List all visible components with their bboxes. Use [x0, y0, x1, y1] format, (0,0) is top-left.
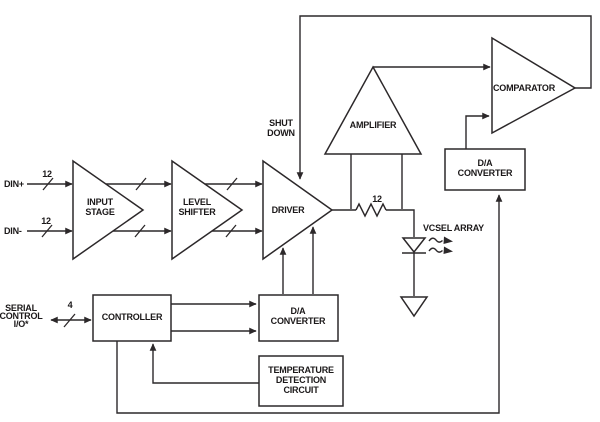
temperature-detection-label: TEMPERATURE — [268, 365, 334, 375]
dac-top-box — [444, 148, 526, 191]
wire-dactop-to-comparator — [465, 112, 490, 149]
dac-top-label: CONVERTER — [458, 168, 513, 178]
level-shifter-triangle — [171, 159, 244, 261]
dac-top-label: D/A — [478, 158, 494, 168]
bus-slash-ls-dr-top — [226, 177, 238, 191]
vcsel-diode-icon — [401, 237, 427, 254]
level-shifter-label: SHIFTER — [178, 207, 216, 217]
driver-triangle — [262, 159, 334, 261]
shutdown-label: SHUT — [269, 118, 293, 128]
serial-control-label: SERIAL — [5, 303, 38, 313]
bus-slash-is-ls-top — [135, 177, 147, 191]
wire-resistor-to-vcsel — [386, 209, 415, 237]
sense-resistor-value: 12 — [372, 194, 382, 204]
temperature-detection-label: DETECTION — [276, 375, 326, 385]
bus-slash-ls-dr-bottom — [225, 224, 237, 238]
din-minus-bus-width: 12 — [41, 216, 51, 226]
serial-control-label: CONTROL — [0, 311, 43, 321]
comparator-triangle — [491, 36, 577, 135]
wire-comparator-feedback-shutdown — [296, 15, 592, 180]
dac-bottom-box — [258, 294, 339, 342]
sense-resistor-symbol — [355, 202, 387, 218]
bus-slash-din-minus — [41, 224, 53, 238]
temperature-detection-label: CIRCUIT — [283, 385, 319, 395]
input-stage-label: INPUT — [87, 197, 114, 207]
serial-control-label: I/O* — [14, 319, 29, 329]
bus-slash-serial — [63, 313, 76, 328]
serial-bus-width: 4 — [68, 300, 73, 310]
ground-icon — [399, 296, 429, 318]
dac-bottom-label: D/A — [291, 306, 307, 316]
driver-label: DRIVER — [272, 205, 306, 215]
bus-slash-is-ls-bottom — [134, 224, 146, 238]
amplifier-triangle — [323, 65, 423, 155]
wire-temperature-to-controller — [149, 343, 259, 384]
controller-box — [92, 294, 172, 342]
din-plus-label: DIN+ — [4, 179, 24, 189]
dac-bottom-label: CONVERTER — [271, 316, 326, 326]
din-plus-bus-width: 12 — [42, 169, 52, 179]
shutdown-label: DOWN — [267, 128, 295, 138]
din-minus-label: DIN- — [4, 226, 22, 236]
input-stage-triangle — [72, 159, 145, 261]
vcsel-array-label: VCSEL ARRAY — [423, 223, 484, 233]
amplifier-label: AMPLIFIER — [350, 120, 397, 130]
input-stage-label: STAGE — [85, 207, 115, 217]
level-shifter-label: LEVEL — [183, 197, 212, 207]
controller-label: CONTROLLER — [102, 312, 163, 322]
bus-slash-din-plus — [42, 177, 54, 191]
wire-controller-to-dactop — [116, 194, 503, 414]
comparator-label: COMPARATOR — [493, 83, 556, 93]
light-emission-icon — [428, 236, 453, 254]
temperature-detection-box — [258, 355, 344, 407]
